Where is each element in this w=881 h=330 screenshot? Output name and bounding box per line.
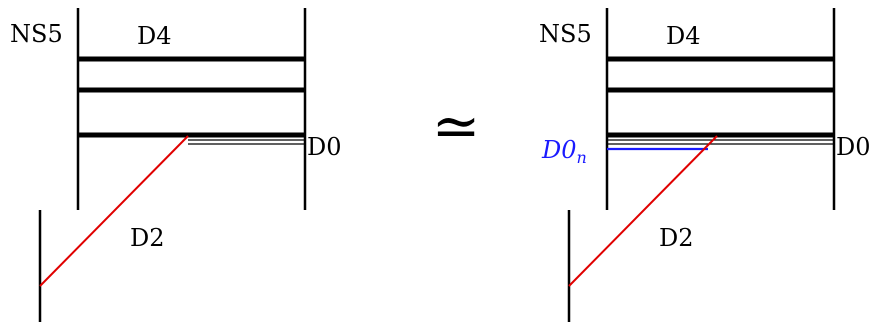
d0n-label: D0n — [541, 136, 587, 167]
left-d4-label: D4 — [137, 22, 172, 50]
right-ns5-label: NS5 — [539, 20, 592, 48]
d0n-label-base: D0 — [541, 136, 577, 164]
left-d0-label: D0 — [307, 133, 342, 161]
d0n-label-subscript: n — [577, 148, 587, 167]
left-d2-string — [39, 135, 189, 287]
right-d4-label: D4 — [666, 22, 701, 50]
left-d2-label: D2 — [130, 224, 165, 252]
equivalence-symbol: ≃ — [432, 92, 481, 160]
left-panel: NS5 D4 D0 D2 — [10, 8, 342, 322]
right-d2-label: D2 — [659, 224, 694, 252]
right-panel: NS5 D4 D0 D2 D0n — [539, 8, 871, 322]
right-d2-string — [568, 135, 718, 287]
right-d0-label: D0 — [836, 133, 871, 161]
left-ns5-label: NS5 — [10, 20, 63, 48]
